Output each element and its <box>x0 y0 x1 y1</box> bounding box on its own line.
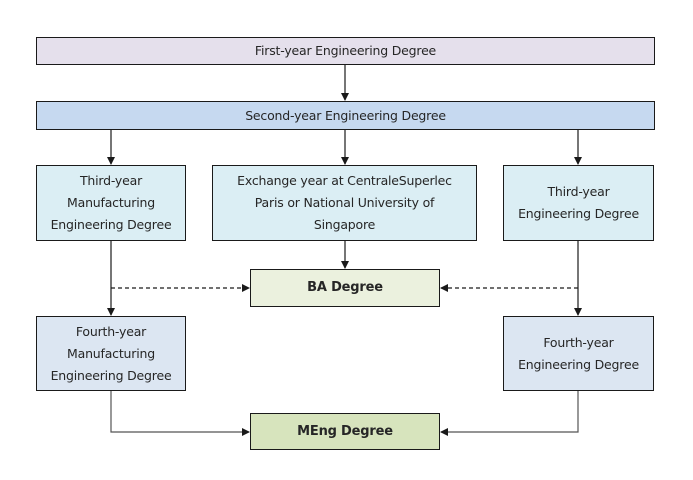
node-label-line: Fourth-year <box>543 334 614 350</box>
node-second-year: Second-year Engineering Degree <box>36 101 655 130</box>
node-meng-degree: MEng Degree <box>250 413 440 450</box>
node-label-line: Engineering Degree <box>50 217 172 232</box>
node-label-line: Singapore <box>313 217 376 232</box>
node-label-line: Engineering Degree <box>518 206 639 221</box>
edge-fourth-engineering-to-meng <box>440 391 579 436</box>
node-ba-degree-label: BA Degree <box>307 280 383 295</box>
node-label-line: Third-year <box>79 173 143 188</box>
node-ba-degree: BA Degree <box>250 269 440 307</box>
node-second-year-label: Second-year Engineering Degree <box>245 107 446 123</box>
node-label-line: Exchange year at CentraleSuperlec <box>237 173 452 188</box>
node-fourth-year-manufacturing: Fourth-year Manufacturing Engineering De… <box>36 316 186 391</box>
node-meng-degree-label: MEng Degree <box>297 423 393 439</box>
edge-fourth-manufacturing-to-meng <box>110 391 250 436</box>
node-third-year-manufacturing: Third-year Manufacturing Engineering Deg… <box>36 165 186 241</box>
node-label-line: Fourth-year <box>75 323 147 339</box>
node-label-line: Engineering Degree <box>50 367 172 383</box>
node-label-line: Manufacturing <box>67 345 155 361</box>
node-first-year: First-year Engineering Degree <box>36 37 655 65</box>
node-label-line: Engineering Degree <box>518 356 639 372</box>
node-label-line: Manufacturing <box>67 195 155 210</box>
node-exchange-year: Exchange year at CentraleSuperlec Paris … <box>212 165 477 241</box>
node-fourth-year-engineering: Fourth-year Engineering Degree <box>503 316 654 391</box>
node-label-line: Paris or National University of <box>254 195 435 210</box>
node-first-year-label: First-year Engineering Degree <box>254 43 437 58</box>
node-label-line: Third-year <box>547 184 610 199</box>
node-third-year-engineering: Third-year Engineering Degree <box>503 165 654 241</box>
